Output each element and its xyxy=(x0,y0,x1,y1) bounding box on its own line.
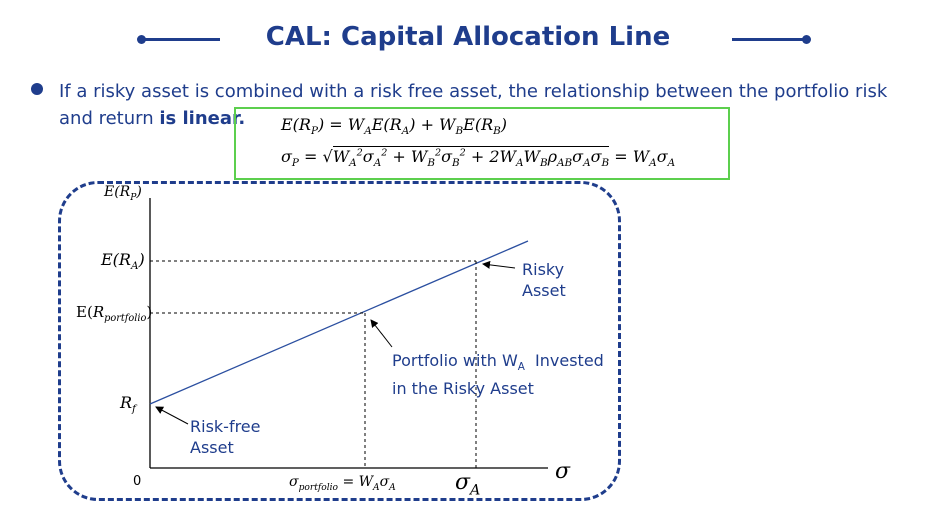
arrow-riskfree xyxy=(155,406,189,425)
risky-asset-label: Risky Asset xyxy=(522,259,566,301)
page-title: CAL: Capital Allocation Line xyxy=(265,22,671,52)
diagram-frame xyxy=(58,181,621,501)
risky-asset-line1: Risky xyxy=(522,260,565,279)
portfolio-label-end: Invested xyxy=(524,351,604,370)
title-right-dot xyxy=(802,35,811,44)
origin-label: 0 xyxy=(133,474,142,489)
equation-portfolio-risk: σP = √WA2σA2 + WB2σB2 + 2WAWBρABσAσB = W… xyxy=(281,146,676,170)
bullet-text: If a risky asset is combined with a risk… xyxy=(59,78,919,132)
riskfree-asset-label: Risk-free Asset xyxy=(190,416,260,458)
portfolio-label-text: Portfolio with W xyxy=(392,351,518,370)
portfolio-label-line1: Portfolio with WA Invested xyxy=(392,350,604,378)
equation-expected-return: E(RP) = WAE(RA) + WBE(RB) xyxy=(281,115,507,138)
x-tick-sigmaA: σA xyxy=(455,470,481,499)
portfolio-label-line2: in the Risky Asset xyxy=(392,379,534,399)
y-tick-era: E(RA) xyxy=(101,250,145,273)
y-axis-label: E(RP) xyxy=(104,184,142,203)
title-right-line xyxy=(732,38,808,41)
title-left-line xyxy=(140,38,220,41)
arrow-risky xyxy=(482,260,516,269)
arrow-portfolio xyxy=(370,319,393,348)
bullet-text-regular: If a risky asset is combined with a risk… xyxy=(59,81,888,129)
portfolio-label-sub: A xyxy=(517,361,525,374)
x-axis-label: σ xyxy=(555,459,571,484)
x-tick-sigmaport: σportfolio = WAσA xyxy=(289,474,396,493)
riskfree-asset-line1: Risk-free xyxy=(190,417,261,436)
bullet-icon xyxy=(31,83,43,95)
equation-box xyxy=(234,107,730,180)
y-tick-rf: Rf xyxy=(120,393,136,416)
risky-asset-line2: Asset xyxy=(522,281,566,300)
cal-line xyxy=(149,240,529,405)
riskfree-asset-line2: Asset xyxy=(190,438,234,457)
portfolio-label: Portfolio with WA Invested in the Risky … xyxy=(392,350,604,399)
bullet-text-bold: is linear. xyxy=(159,108,246,129)
y-tick-eportfolio: E(Rportfolio) xyxy=(76,303,153,324)
